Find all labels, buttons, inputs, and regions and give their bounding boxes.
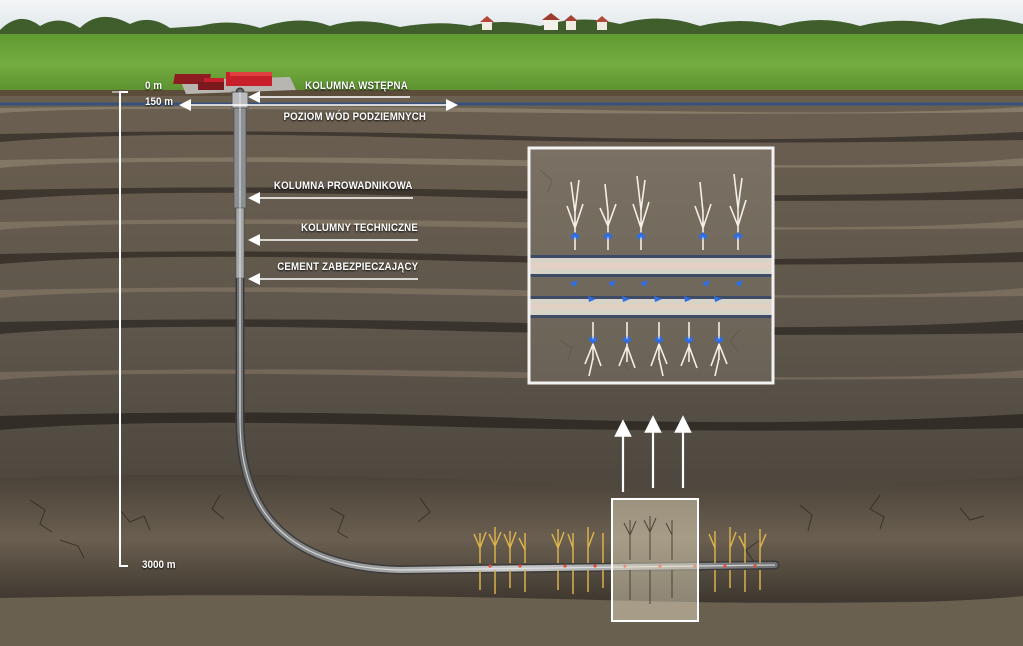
highlight-region — [612, 499, 698, 621]
depth-label-0m: 0 m — [145, 80, 163, 92]
label-surface-casing: KOLUMNA PROWADNIKOWA — [274, 180, 413, 192]
perforation-marks — [488, 564, 757, 568]
label-cement: CEMENT ZABEZPIECZAJĄCY — [276, 261, 418, 273]
fracturing-detail-inset — [527, 146, 775, 385]
label-intermediate-casing: KOLUMNY TECHNICZNE — [301, 222, 418, 234]
depth-label-3000m: 3000 m — [142, 559, 176, 571]
shale-cracks — [29, 494, 985, 563]
shale-formation — [0, 474, 1023, 603]
label-groundwater-level: POZIOM WÓD PODZIEMNYCH — [283, 111, 426, 123]
village-houses — [480, 13, 609, 30]
fracture-zones — [473, 527, 767, 594]
depth-label-150m: 150 m — [145, 96, 174, 108]
label-conductor-casing: KOLUMNA WSTĘPNA — [305, 80, 408, 92]
well-pad — [173, 72, 296, 94]
fluid-flow-arrows — [570, 232, 743, 344]
zoom-arrows — [614, 415, 692, 492]
grass-field — [0, 34, 1023, 94]
